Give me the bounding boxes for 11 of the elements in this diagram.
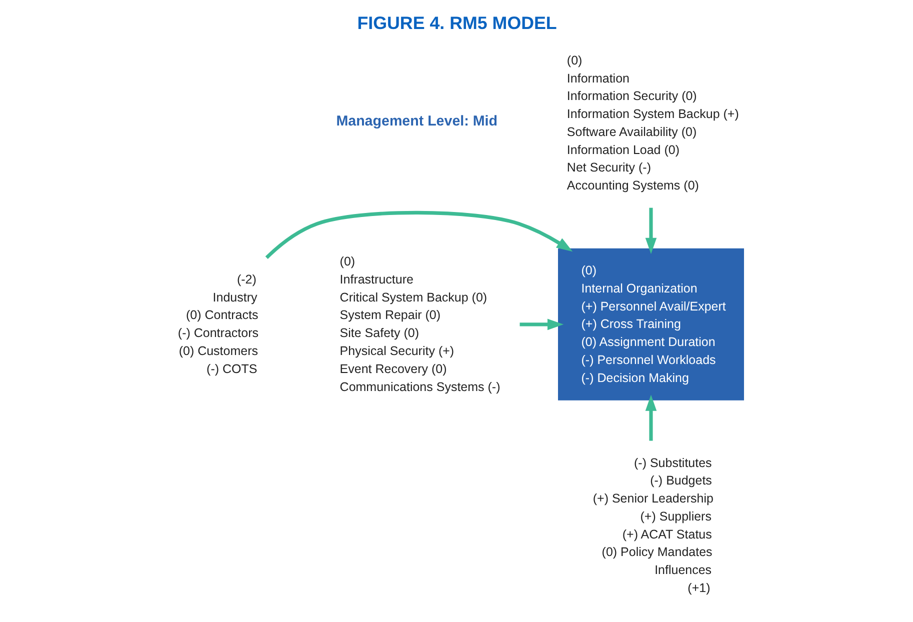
arrow — [645, 394, 657, 441]
arrow — [265, 210, 573, 259]
arrow — [520, 318, 564, 330]
node-box: (0) Internal Organization (+) Personnel Avail/Expert (+) Cross Training (0) Assignment Duration (-) Personnel Workloads (-) Decision Making — [558, 248, 744, 400]
node-text: (-2) Industry (0) Contracts (-) Contractors (0) Customers (-) COTS — [178, 272, 259, 376]
node-text: (0) Infrastructure Critical System Backup (0) System Repair (0) Site Safety (0) Physical Security (+) Event Recovery (0) Communications Systems (-) — [340, 254, 500, 394]
node-text: (0) Information Information Security (0) Information System Backup (+) Software Availability (0) Information Load (0) Net Security (-) Accounting Systems (0) — [566, 53, 739, 193]
label: Management Level: Mid — [336, 114, 498, 130]
diagram-title: FIGURE 4. RM5 MODEL — [357, 12, 557, 33]
arrow — [645, 208, 657, 254]
node-text: (-) Substitutes (-) Budgets (+) Senior Leadership (+) Suppliers (+) ACAT Status (0) Policy Mandates Influences (+1) — [592, 456, 714, 595]
